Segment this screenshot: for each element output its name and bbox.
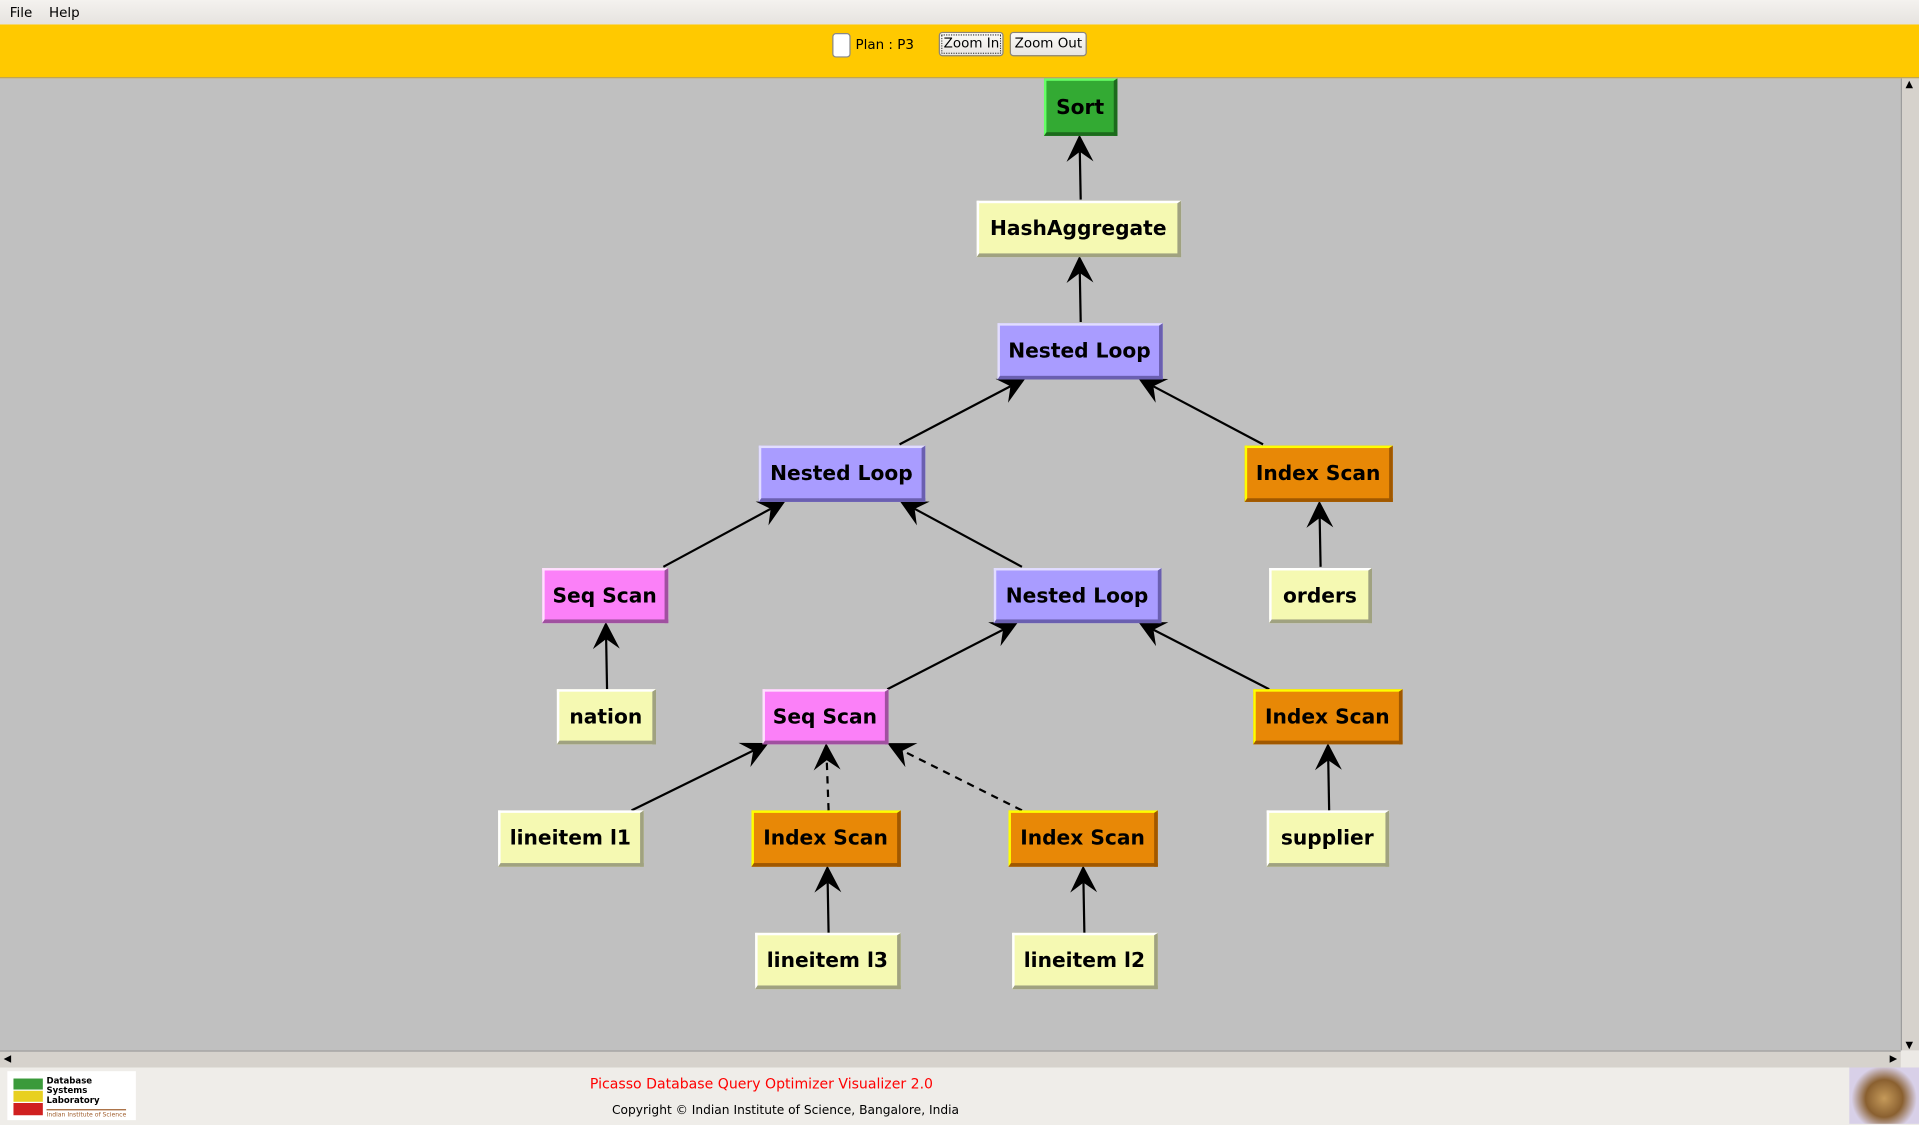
plan-node-nation[interactable]: nation	[556, 689, 657, 745]
lab-blocks-icon	[13, 1078, 43, 1116]
plan-edge	[1078, 272, 1082, 322]
copyright: Copyright © Indian Institute of Science,…	[611, 1104, 960, 1118]
menu-file[interactable]: File	[9, 4, 33, 21]
plan-edge	[605, 639, 609, 690]
plan-edge	[914, 507, 1023, 568]
plan-edge	[1082, 882, 1086, 933]
logo-line: Laboratory	[46, 1095, 100, 1106]
plan-node-idx-supplier[interactable]: Index Scan	[1253, 689, 1403, 745]
arrowhead-icon	[995, 378, 1026, 403]
scroll-right-icon[interactable]: ▶	[1889, 1052, 1898, 1064]
arrowhead-icon	[813, 743, 841, 771]
menu-help[interactable]: Help	[48, 4, 80, 21]
arrowhead-icon	[1306, 500, 1334, 528]
arrowhead-icon	[1070, 865, 1098, 893]
plan-node-nl2[interactable]: Nested Loop	[758, 445, 926, 502]
arrowhead-icon	[1138, 378, 1169, 403]
plan-node-idx-orders[interactable]: Index Scan	[1244, 445, 1393, 502]
plan-node-l2[interactable]: lineitem l2	[1012, 932, 1158, 990]
plan-label: Plan : P3	[855, 36, 914, 53]
dsl-logo: Database Systems Laboratory Indian Insti…	[7, 1071, 136, 1121]
plan-edge	[631, 749, 754, 812]
menu-bar: File Help	[0, 0, 1919, 25]
plan-edge	[886, 628, 1004, 691]
plan-edges	[592, 134, 1342, 933]
plan-node-hashagg[interactable]: HashAggregate	[976, 200, 1182, 258]
plan-edge	[1152, 385, 1264, 446]
horizontal-scrollbar[interactable]: ◀ ▶	[0, 1050, 1901, 1068]
iisc-seal-logo	[1849, 1067, 1919, 1124]
arrowhead-icon	[988, 621, 1019, 647]
scroll-down-icon[interactable]: ▼	[1905, 1039, 1914, 1051]
arrowhead-icon	[1138, 621, 1169, 647]
plan-edge	[825, 760, 830, 811]
plan-node-supplier[interactable]: supplier	[1266, 810, 1390, 867]
plan-node-idx-l3[interactable]: Index Scan	[751, 810, 901, 867]
plan-node-l3[interactable]: lineitem l3	[755, 932, 901, 990]
plan-node-orders[interactable]: orders	[1269, 568, 1372, 624]
arrowhead-icon	[592, 621, 620, 650]
plan-edge	[1318, 517, 1322, 567]
zoom-out-button[interactable]: Zoom Out	[1009, 31, 1088, 57]
footer: Database Systems Laboratory Indian Insti…	[0, 1067, 1919, 1125]
plan-node-nl3[interactable]: Nested Loop	[993, 568, 1162, 624]
plan-node-seq2[interactable]: Seq Scan	[762, 689, 889, 745]
plan-edge	[1078, 151, 1082, 200]
plan-edge	[1152, 628, 1270, 691]
arrowhead-icon	[1314, 743, 1342, 771]
plan-node-sort[interactable]: Sort	[1043, 78, 1118, 136]
arrowhead-icon	[755, 500, 786, 526]
plan-edge	[826, 882, 830, 933]
scroll-left-icon[interactable]: ◀	[3, 1052, 12, 1064]
logo-line: Systems	[46, 1085, 88, 1096]
plan-edge	[1327, 760, 1331, 811]
zoom-in-button[interactable]: Zoom In	[938, 31, 1005, 57]
plan-node-nl1[interactable]: Nested Loop	[997, 323, 1163, 380]
plan-checkbox[interactable]	[832, 33, 851, 58]
toolbar: Plan : P3 Zoom In Zoom Out	[0, 24, 1919, 79]
plan-edge	[899, 385, 1011, 446]
arrowhead-icon	[1066, 134, 1094, 162]
logo-line: Database	[46, 1076, 93, 1086]
app-title: Picasso Database Query Optimizer Visuali…	[589, 1074, 933, 1092]
arrowhead-icon	[814, 865, 842, 893]
vertical-scrollbar[interactable]: ▲ ▼	[1900, 78, 1919, 1051]
plan-edge	[662, 507, 772, 568]
logo-line: Indian Institute of Science	[46, 1109, 127, 1120]
arrowhead-icon	[1066, 255, 1094, 284]
plan-edge	[902, 749, 1023, 812]
plan-node-idx-l2[interactable]: Index Scan	[1008, 810, 1158, 867]
arrowhead-icon	[899, 500, 930, 526]
arrowhead-icon	[738, 742, 769, 768]
arrowhead-icon	[887, 743, 918, 768]
plan-node-seq1[interactable]: Seq Scan	[542, 568, 669, 624]
scroll-up-icon[interactable]: ▲	[1905, 78, 1914, 90]
plan-node-l1[interactable]: lineitem l1	[498, 810, 644, 867]
